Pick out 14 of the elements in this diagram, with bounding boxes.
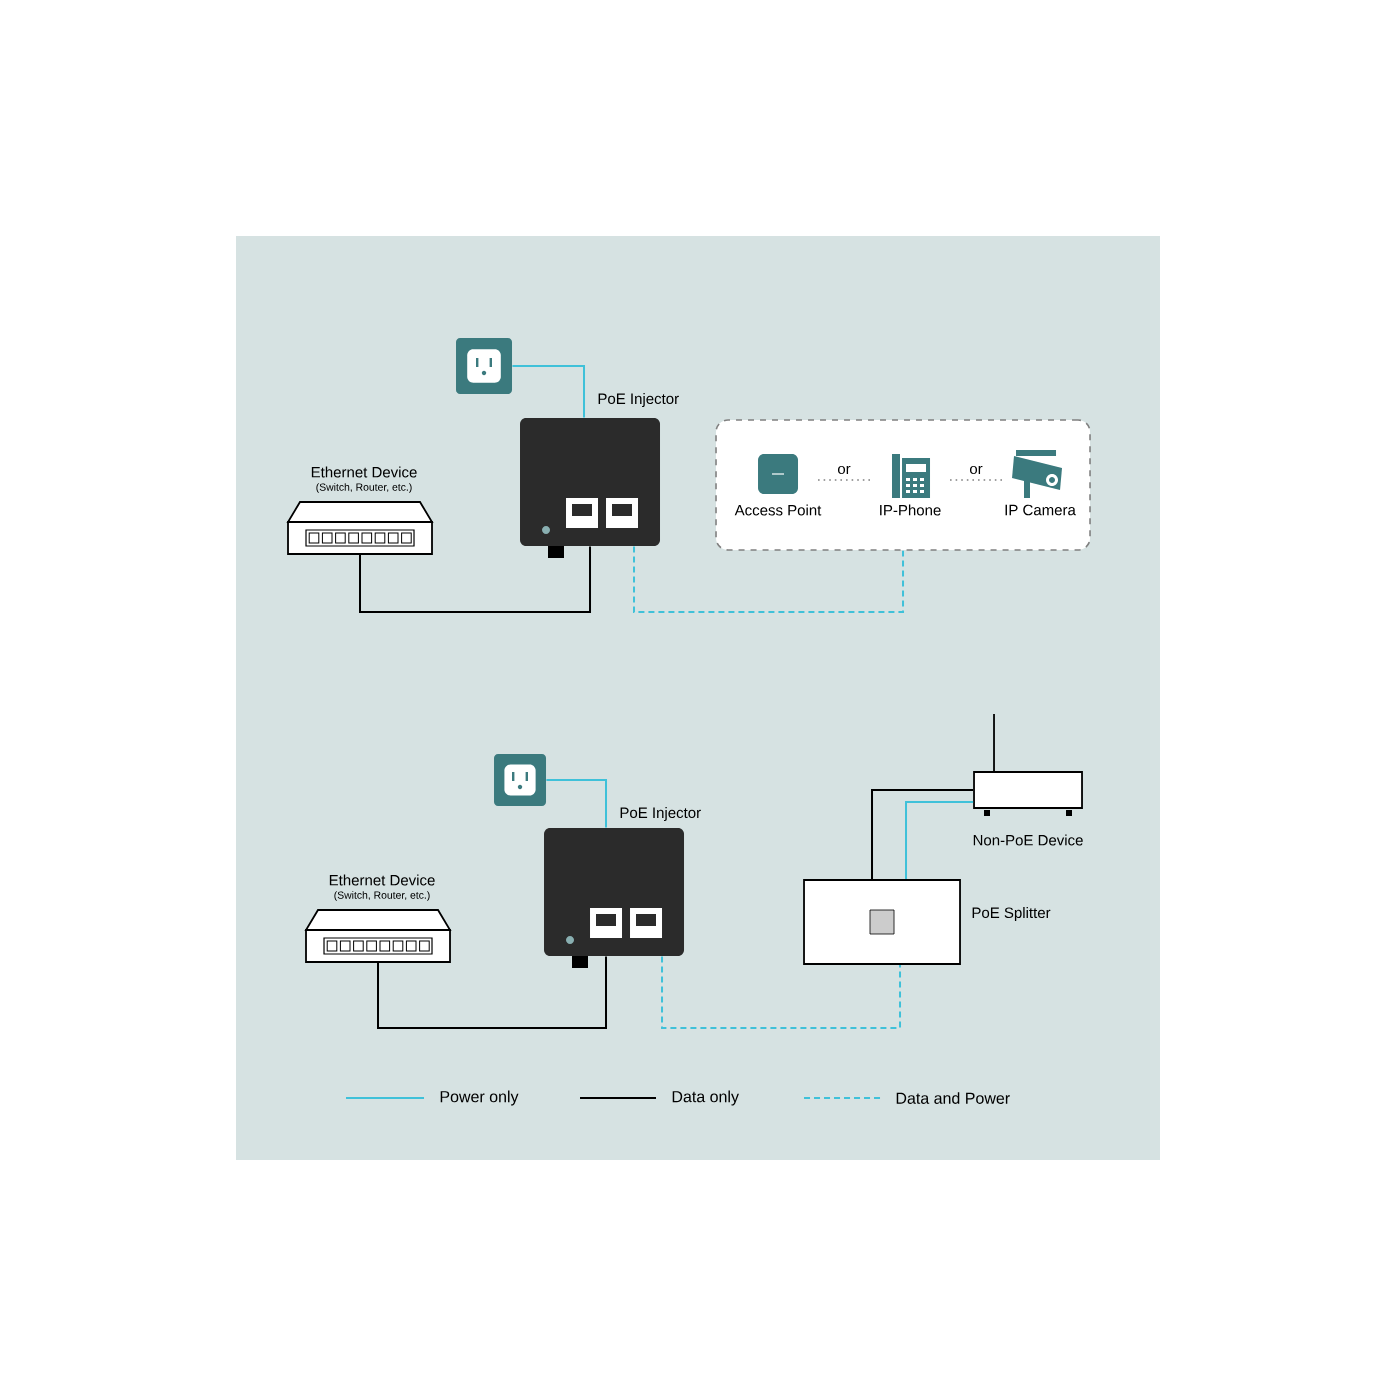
cable-line [511, 365, 585, 419]
legend-text: Data and Power [896, 1092, 1010, 1104]
cable-line [359, 545, 591, 613]
cable-line [905, 801, 975, 881]
cable-line [377, 955, 607, 1029]
outlet-icon [494, 754, 546, 806]
cable-line [633, 545, 904, 613]
device-group-box [715, 419, 1091, 551]
cable-line [661, 955, 901, 1029]
legend-text: Power only [440, 1090, 519, 1106]
cable-line [871, 789, 975, 881]
legend-text: Data only [672, 1090, 739, 1106]
outlet-icon [456, 338, 512, 394]
cable-line [545, 779, 607, 829]
